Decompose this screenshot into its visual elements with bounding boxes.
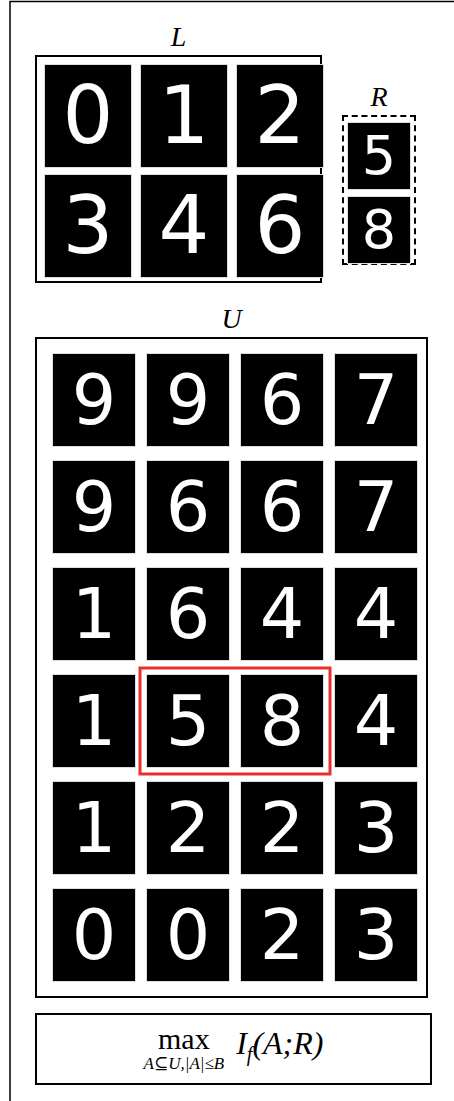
digit-label: 4 [335, 568, 417, 660]
digit-image: 6 [146, 567, 230, 661]
digit-label: 7 [335, 354, 417, 446]
digit-image: 3 [334, 781, 418, 875]
digit-image: 4 [140, 174, 228, 278]
selection-box [140, 668, 330, 774]
digit-image: 6 [240, 460, 324, 554]
set-heading: L [37, 21, 320, 53]
digit-image: 1 [52, 781, 136, 875]
digit-image: 4 [240, 567, 324, 661]
digit-image: 7 [334, 353, 418, 447]
digit-image: 4 [334, 567, 418, 661]
digit-label: 5 [147, 675, 229, 767]
objective-term: If(A;R) [236, 1025, 323, 1062]
digit-label: 2 [237, 65, 323, 167]
digit-label: 2 [241, 782, 323, 874]
argument-list: (A;R) [252, 1025, 323, 1062]
digit-label: 6 [241, 354, 323, 446]
digit-label: 1 [141, 65, 227, 167]
digit-label: 9 [53, 354, 135, 446]
set-heading: U [37, 303, 426, 335]
digit-label: 5 [348, 123, 410, 189]
function-subscript: f [247, 1043, 253, 1066]
digit-label: 3 [335, 889, 417, 981]
digit-image: 5 [347, 122, 411, 190]
operator-group: maxA⊆U,|A|≤B [144, 1024, 225, 1074]
digit-image: 4 [334, 674, 418, 768]
constraint-subscript: A⊆U,|A|≤B [144, 1054, 225, 1074]
digit-label: 6 [237, 175, 323, 277]
digit-image: 7 [334, 460, 418, 554]
digit-label: 2 [147, 782, 229, 874]
digit-image: 6 [236, 174, 324, 278]
digit-label: 4 [335, 675, 417, 767]
digit-image: 2 [240, 781, 324, 875]
digit-label: 4 [241, 568, 323, 660]
labeled-set-box: 012346L [35, 55, 322, 283]
information-symbol: I [236, 1025, 247, 1062]
reference-set-box: 58R [342, 115, 416, 265]
digit-image: 6 [240, 353, 324, 447]
digit-image: 0 [44, 64, 132, 168]
digit-label: 7 [335, 461, 417, 553]
objective-box: maxA⊆U,|A|≤B If(A;R) [35, 1013, 432, 1085]
digit-image: 0 [52, 888, 136, 982]
digit-image: 1 [52, 567, 136, 661]
digit-label: 0 [53, 889, 135, 981]
digit-image: 5 [146, 674, 230, 768]
digit-image: 8 [347, 196, 411, 264]
digit-image: 6 [146, 460, 230, 554]
digit-image: 0 [146, 888, 230, 982]
unlabeled-set-box: 996796671644158412230023U [35, 337, 428, 998]
digit-label: 1 [53, 675, 135, 767]
digit-label: 0 [147, 889, 229, 981]
digit-label: 9 [147, 354, 229, 446]
digit-image: 1 [52, 674, 136, 768]
digit-label: 8 [348, 197, 410, 263]
digit-image: 3 [334, 888, 418, 982]
max-operator: max [158, 1024, 210, 1054]
digit-label: 0 [45, 65, 131, 167]
digit-label: 1 [53, 782, 135, 874]
digit-image: 2 [146, 781, 230, 875]
digit-label: 4 [141, 175, 227, 277]
digit-label: 6 [241, 461, 323, 553]
digit-label: 6 [147, 461, 229, 553]
digit-image: 3 [44, 174, 132, 278]
digit-label: 8 [241, 675, 323, 767]
digit-image: 9 [146, 353, 230, 447]
digit-image: 8 [240, 674, 324, 768]
set-heading: R [344, 81, 414, 113]
digit-image: 9 [52, 460, 136, 554]
digit-label: 3 [45, 175, 131, 277]
frame-line [10, 2, 454, 1101]
digit-label: 2 [241, 889, 323, 981]
digit-image: 2 [240, 888, 324, 982]
digit-label: 1 [53, 568, 135, 660]
digit-image: 9 [52, 353, 136, 447]
digit-label: 9 [53, 461, 135, 553]
digit-label: 6 [147, 568, 229, 660]
digit-image: 2 [236, 64, 324, 168]
digit-image: 1 [140, 64, 228, 168]
digit-label: 3 [335, 782, 417, 874]
